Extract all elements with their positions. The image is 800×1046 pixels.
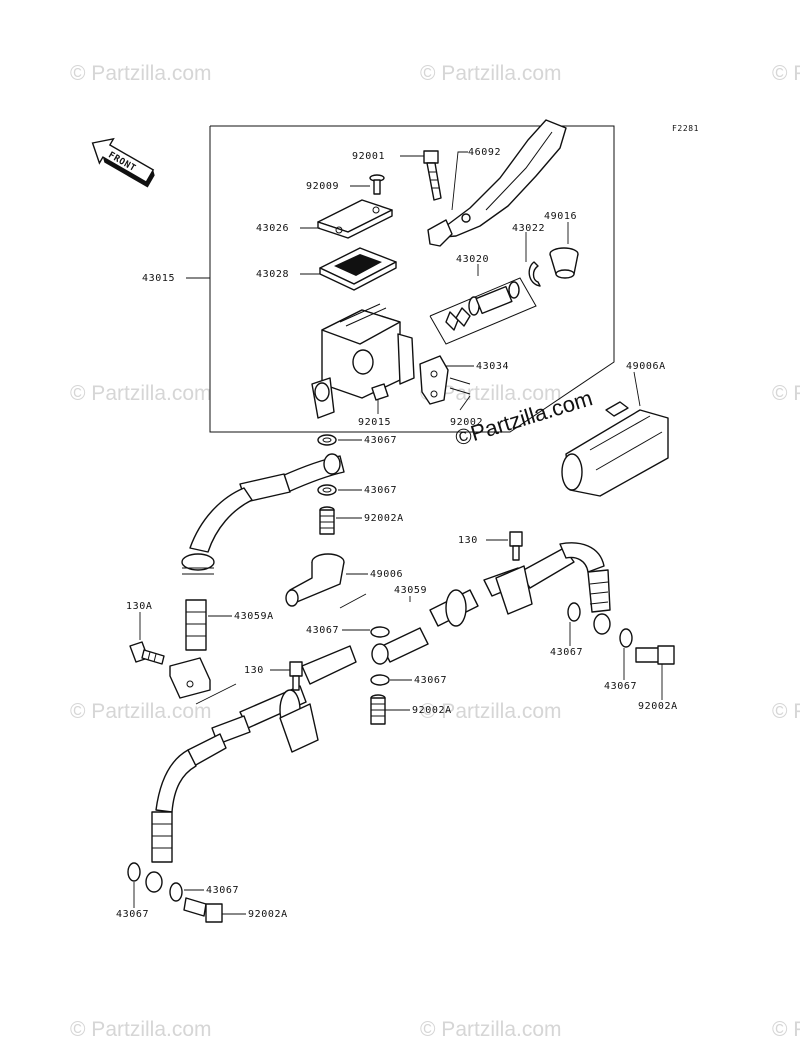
- watermark: © Partzilla.com: [70, 700, 212, 723]
- part-label: 43059A: [234, 611, 274, 622]
- washer-43067-center: [370, 674, 390, 686]
- master-cylinder-body: [311, 303, 415, 419]
- part-label: 92001: [352, 151, 385, 162]
- part-label: 92009: [306, 181, 339, 192]
- watermark-layer: © Partzilla.com © Partzilla.com © Partzi…: [70, 62, 800, 1041]
- part-label: 43059: [394, 585, 427, 596]
- part-label: 43015: [142, 273, 175, 284]
- part-label: 43067: [604, 681, 637, 692]
- part-label: 43067: [364, 435, 397, 446]
- part-label: 43026: [256, 223, 289, 234]
- joint-block: [169, 657, 211, 699]
- part-label: 92002A: [248, 909, 288, 920]
- clamp-130-upper: [495, 531, 533, 615]
- pivot-bolt: [423, 150, 442, 201]
- figure-code: F2281: [672, 124, 699, 133]
- watermark: © Partzilla.com: [772, 700, 800, 723]
- part-label: 43067: [306, 625, 339, 636]
- part-label: 43067: [364, 485, 397, 496]
- part-label: 130: [458, 535, 478, 546]
- reservoir-cap: [317, 199, 393, 239]
- part-label: 130A: [126, 601, 152, 612]
- part-label: 92002A: [638, 701, 678, 712]
- watermark: © Partzilla.com: [420, 382, 562, 405]
- part-label: 92015: [358, 417, 391, 428]
- washer-43067-bottom-b: [169, 882, 183, 902]
- part-label: 43067: [550, 647, 583, 658]
- clamp-bolts: [449, 377, 471, 395]
- part-labels: 92001 46092 92009 43026 43022 49016 4302…: [116, 147, 678, 920]
- part-label: 43022: [512, 223, 545, 234]
- watermark: © Partzilla.com: [70, 62, 212, 85]
- lever-boot: [549, 247, 579, 279]
- diaphragm: [319, 247, 397, 291]
- part-label: 43028: [256, 269, 289, 280]
- washer-43067-right-b: [619, 628, 633, 648]
- reservoir-cover: [561, 401, 669, 497]
- piston-kit: [429, 277, 537, 345]
- bolt-130A: [129, 641, 165, 665]
- banjo-bolt-92002A-top: [319, 506, 335, 535]
- part-label: 46092: [468, 147, 501, 158]
- clamp-130-lower: [279, 661, 319, 753]
- watermark: © Partzilla.com: [420, 700, 562, 723]
- part-label: 49006: [370, 569, 403, 580]
- washer-43067-lower: [317, 484, 337, 496]
- part-label: 43067: [206, 885, 239, 896]
- cap-screw: [369, 174, 385, 195]
- watermark: © Partzilla.com: [70, 382, 212, 405]
- part-label: 43020: [456, 254, 489, 265]
- washer-43067-upper: [317, 434, 337, 446]
- part-label: 49016: [544, 211, 577, 222]
- clamp-holder: [419, 355, 449, 405]
- part-label: 92002: [450, 417, 483, 428]
- front-arrow: FRONT: [91, 137, 155, 188]
- circlip: [528, 261, 541, 287]
- banjo-bolt-92002A-bottom: [183, 897, 223, 923]
- brake-lever: [427, 119, 567, 247]
- part-label: 43067: [414, 675, 447, 686]
- elbow-fitting-49006: [285, 553, 345, 607]
- watermark: © Partzilla.com: [772, 62, 800, 85]
- watermark: © Partzilla.com: [70, 1018, 212, 1041]
- banjo-bolt-92002A-right: [635, 645, 675, 665]
- watermark: © Partzilla.com: [772, 1018, 800, 1041]
- washer-43067-right-a: [567, 602, 581, 622]
- upper-hose: [181, 453, 345, 651]
- part-label: 92002A: [412, 705, 452, 716]
- part-label: 92002A: [364, 513, 404, 524]
- part-label: 49006A: [626, 361, 666, 372]
- washer-43067-mid: [370, 626, 390, 638]
- washer-43067-bottom-a: [127, 862, 141, 882]
- part-label: 43034: [476, 361, 509, 372]
- leader-lines: [133, 151, 663, 915]
- part-label: 130: [244, 665, 264, 676]
- watermark: © Partzilla.com: [420, 1018, 562, 1041]
- watermark: © Partzilla.com: [420, 62, 562, 85]
- part-label: 43067: [116, 909, 149, 920]
- banjo-bolt-92002A-center: [370, 694, 386, 725]
- watermark: © Partzilla.com: [772, 382, 800, 405]
- dust-boot: [371, 383, 389, 401]
